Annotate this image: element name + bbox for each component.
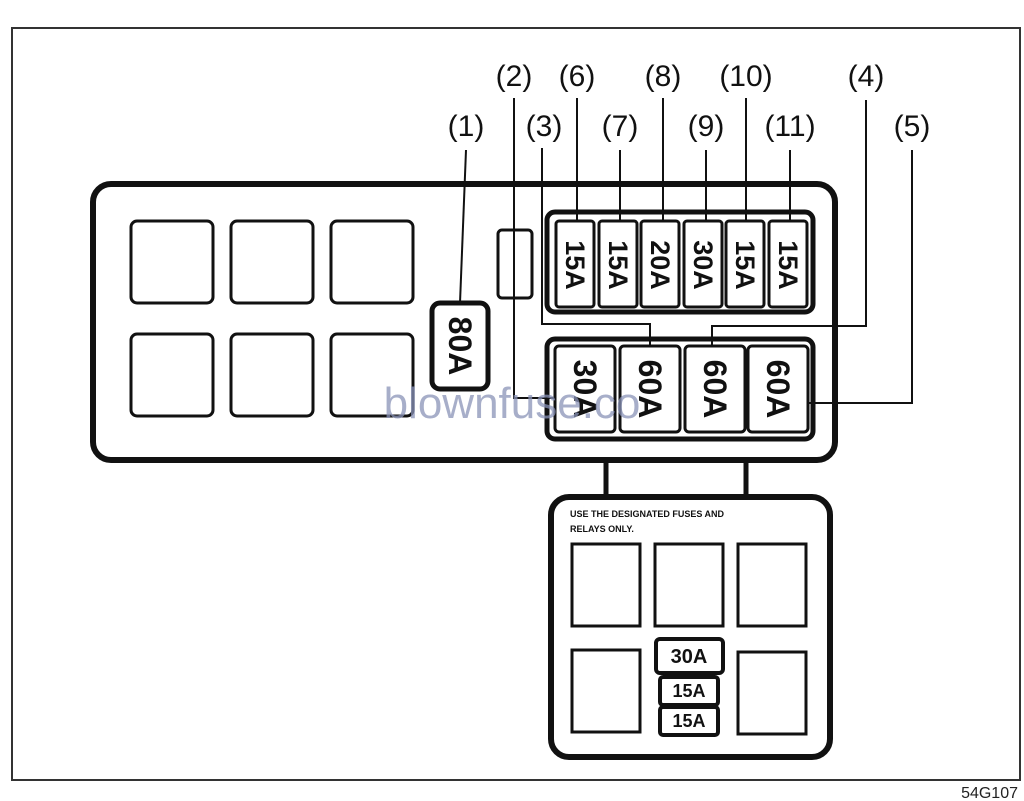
leader-line-2 bbox=[513, 98, 556, 399]
relay-box-fuses: 30A 15A 15A bbox=[654, 637, 725, 737]
relay-socket bbox=[329, 219, 415, 305]
relay-socket bbox=[736, 650, 808, 736]
left-relay-sockets bbox=[129, 219, 415, 418]
relay-box-fuse-15a-2 bbox=[658, 705, 720, 737]
fuse-10-rating: 15A bbox=[730, 240, 760, 290]
callout-5: (5) bbox=[894, 110, 931, 143]
relay-box bbox=[548, 494, 833, 760]
callout-10: (10) bbox=[719, 60, 772, 93]
leader-lines bbox=[459, 98, 913, 404]
relay-socket bbox=[570, 542, 642, 628]
fuse-8-rating: 20A bbox=[645, 240, 675, 290]
callout-8: (8) bbox=[645, 60, 682, 93]
fuse-7-rating: 15A bbox=[603, 240, 633, 290]
callout-11: (11) bbox=[764, 110, 815, 143]
callout-1: (1) bbox=[448, 110, 485, 143]
fuse-6 bbox=[554, 219, 596, 309]
leader-line-1 bbox=[459, 149, 467, 304]
fuse-4-rating: 60A bbox=[697, 360, 733, 419]
fuse-7 bbox=[597, 219, 639, 309]
fuse-2 bbox=[553, 344, 617, 434]
callout-9: (9) bbox=[688, 110, 725, 143]
callout-7: (7) bbox=[602, 110, 639, 143]
fuse-5-rating: 60A bbox=[760, 360, 796, 419]
fuse-2-rating: 30A bbox=[567, 360, 603, 419]
bottom-fuse-block bbox=[544, 336, 816, 442]
fuse-11 bbox=[767, 219, 809, 309]
callout-6: (6) bbox=[559, 60, 596, 93]
relay-box-fuse-15a-2-rating: 15A bbox=[672, 711, 705, 731]
top-fuse-block bbox=[544, 209, 816, 315]
fuse-6-rating: 15A bbox=[560, 240, 590, 290]
callout-labels: (1) (2) (3) (4) (5) (6) (7) (8) (9) (10)… bbox=[448, 60, 931, 143]
watermark: blownfuse.co bbox=[384, 379, 641, 428]
top-row-fuses: 15A 15A 20A 30A 15A 15A bbox=[554, 219, 809, 309]
relay-socket bbox=[329, 332, 415, 418]
callout-4: (4) bbox=[848, 60, 885, 93]
relay-box-note-line1: USE THE DESIGNATED FUSES AND bbox=[570, 509, 725, 519]
fuse-9 bbox=[682, 219, 724, 309]
fuse-11-rating: 15A bbox=[773, 240, 803, 290]
leader-line-5 bbox=[808, 150, 913, 404]
relay-socket bbox=[570, 648, 642, 734]
fuse-3-rating: 60A bbox=[632, 360, 668, 419]
relay-socket bbox=[129, 332, 215, 418]
fuse-1-rating: 80A bbox=[442, 317, 478, 376]
leader-line-3 bbox=[541, 148, 651, 346]
relay-box-fuse-30a bbox=[654, 637, 725, 675]
bottom-row-fuses: 30A 60A 60A 60A bbox=[553, 344, 810, 434]
relay-socket bbox=[129, 219, 215, 305]
callout-3: (3) bbox=[526, 110, 563, 143]
callout-2: (2) bbox=[496, 60, 533, 93]
fuse-4 bbox=[683, 344, 747, 434]
leader-line-4 bbox=[711, 100, 867, 346]
footer-code: 54G107 bbox=[961, 785, 1018, 801]
relay-box-note-line2: RELAYS ONLY. bbox=[570, 524, 634, 534]
relay-box-sockets bbox=[570, 542, 808, 736]
relay-box-fuse-30a-rating: 30A bbox=[671, 646, 708, 668]
fuse-5 bbox=[746, 344, 810, 434]
relay-socket bbox=[229, 219, 315, 305]
relay-box-fuse-15a-1-rating: 15A bbox=[672, 681, 705, 701]
fuse-8 bbox=[639, 219, 681, 309]
relay-socket bbox=[229, 332, 315, 418]
relay-socket bbox=[736, 542, 808, 628]
relay-socket bbox=[653, 542, 725, 628]
diagram-frame bbox=[11, 27, 1021, 781]
fuse-9-rating: 30A bbox=[688, 240, 718, 290]
